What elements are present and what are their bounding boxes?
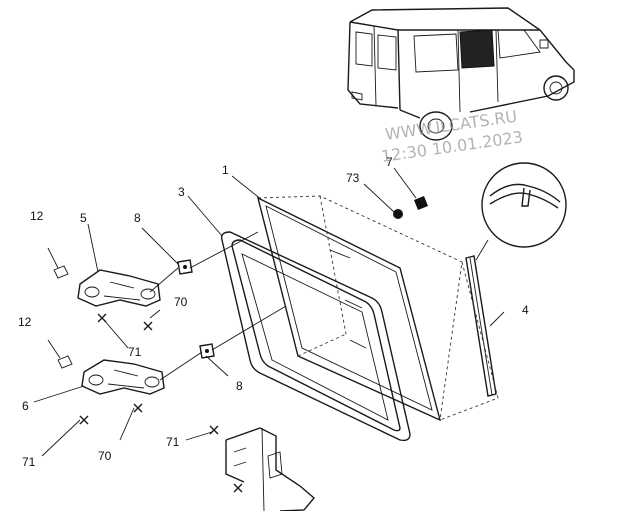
part-hinge-upper [77, 269, 161, 307]
callout-6: 6 [22, 399, 29, 413]
van-illustration [347, 7, 575, 141]
part-plate-lower [199, 343, 215, 359]
callout-8-lower: 8 [236, 379, 243, 393]
part-seal-strip [465, 255, 497, 397]
callout-70-upper: 70 [174, 295, 188, 309]
callout-1: 1 [222, 163, 229, 177]
watermark: WWW.ILCATS.RU 12:30 10.01.2023 [380, 107, 524, 166]
callout-3: 3 [178, 185, 185, 199]
screw-marks [79, 313, 243, 493]
callout-12-upper: 12 [30, 209, 44, 223]
seal-profile-detail [475, 162, 567, 261]
part-cap-lower [57, 355, 73, 369]
part-fastener-73 [393, 209, 403, 219]
callout-70-lower: 70 [98, 449, 112, 463]
callout-71-upper: 71 [128, 345, 142, 359]
part-plate-upper [177, 259, 193, 275]
callout-73: 73 [346, 171, 360, 185]
callout-labels: 1 3 4 5 6 7 8 8 12 12 70 70 71 71 71 73 [18, 155, 529, 469]
part-glass-pane [256, 195, 499, 422]
part-cap-upper [53, 265, 69, 279]
callout-5: 5 [80, 211, 87, 225]
part-glass-surround [220, 231, 411, 442]
callout-8-upper: 8 [134, 211, 141, 225]
callout-4: 4 [522, 303, 529, 317]
callout-7: 7 [386, 155, 393, 169]
leader-lines [33, 167, 505, 457]
part-hinge-lower [81, 359, 165, 395]
callout-12-lower: 12 [18, 315, 32, 329]
callout-71-left: 71 [22, 455, 36, 469]
callout-71-bottom: 71 [166, 435, 180, 449]
part-fastener-7 [414, 196, 428, 210]
part-latch-assembly [225, 427, 315, 511]
